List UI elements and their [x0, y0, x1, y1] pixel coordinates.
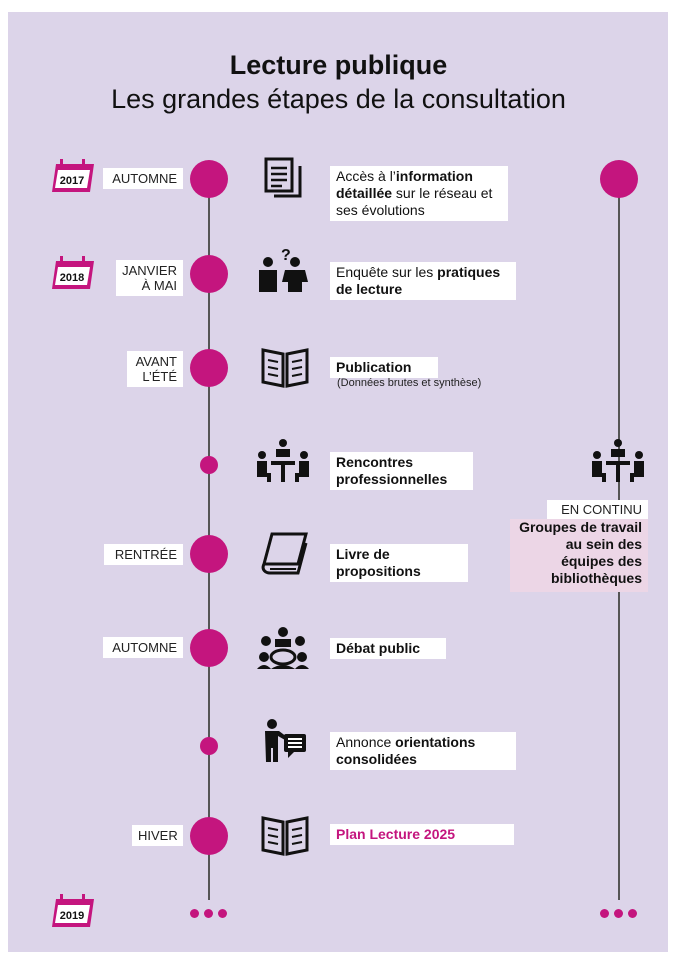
timeline-dot: [190, 255, 228, 293]
step-description: Accès à l’information détaillée sur le r…: [330, 166, 508, 221]
step-text-part: Enquête sur les: [336, 264, 438, 280]
step-text-part: Livre de propositions: [336, 546, 421, 579]
step-description: Rencontres professionnelles: [330, 452, 473, 490]
step-text-part: Accès à l’: [336, 168, 396, 184]
step-text-part: Publication: [336, 359, 412, 375]
step-text-part: orientations consolidées: [336, 734, 476, 767]
step-text-part: sur le réseau et ses évolutions: [336, 185, 493, 218]
step-text-part: Plan Lecture 2025: [336, 826, 456, 842]
timeline-dot: [190, 349, 228, 387]
group-debate-icon: [257, 627, 309, 669]
year-label: 2019: [60, 910, 84, 922]
continuous-label: EN CONTINU: [547, 500, 648, 519]
open-book-icon: [261, 816, 309, 856]
period-label: AUTOMNE: [103, 637, 183, 658]
book-icon: [261, 532, 308, 575]
step-text-part: Rencontres professionnelles: [336, 454, 448, 487]
step-text-part: Débat public: [336, 640, 421, 656]
page-title: Lecture publique: [229, 50, 448, 80]
timeline-dot-small: [200, 456, 218, 474]
presenter-icon: [265, 719, 306, 762]
meeting-icon: [257, 439, 309, 482]
timeline-dot: [190, 535, 228, 573]
period-label: HIVER: [132, 825, 183, 846]
step-description: Annonce orientations consolidées: [330, 732, 516, 770]
survey-people-icon: ?: [259, 248, 308, 292]
step-description: Publication: [330, 357, 438, 378]
continuous-description: Groupes de travail au sein des équipes d…: [510, 519, 648, 592]
more-dots: [600, 905, 642, 918]
timeline-dot: [190, 817, 228, 855]
year-label: 2018: [60, 272, 84, 284]
page-subtitle: Les grandes étapes de la consultation: [111, 84, 566, 114]
period-label: AVANT L’ÉTÉ: [127, 351, 183, 387]
meeting-icon: [592, 439, 644, 482]
calendar-icon: 2018: [52, 256, 94, 289]
step-text-part: information détaillée: [336, 168, 473, 201]
period-label: JANVIER À MAI: [116, 260, 183, 296]
year-label: 2017: [60, 175, 84, 187]
timeline-dot: [190, 160, 228, 198]
timeline-dot-small: [200, 737, 218, 755]
step-text-part: pratiques de lecture: [336, 264, 501, 297]
timeline-dot: [600, 160, 638, 198]
step-description: Plan Lecture 2025: [330, 824, 514, 845]
period-label: AUTOMNE: [103, 168, 183, 189]
step-description: Enquête sur les pratiques de lecture: [330, 262, 516, 300]
calendar-icon: 2019: [52, 894, 94, 927]
timeline-dot: [190, 629, 228, 667]
more-dots: [190, 905, 232, 918]
document-icon: [264, 157, 302, 198]
step-description: Livre de propositions: [330, 544, 468, 582]
calendar-icon: 2017: [52, 159, 94, 192]
step-description: Débat public: [330, 638, 446, 659]
period-label: RENTRÉE: [104, 544, 183, 565]
svg-text:?: ?: [281, 248, 291, 264]
open-book-icon: [261, 348, 309, 388]
step-text-part: Annonce: [336, 734, 396, 750]
step-note: (Données brutes et synthèse): [337, 377, 482, 389]
